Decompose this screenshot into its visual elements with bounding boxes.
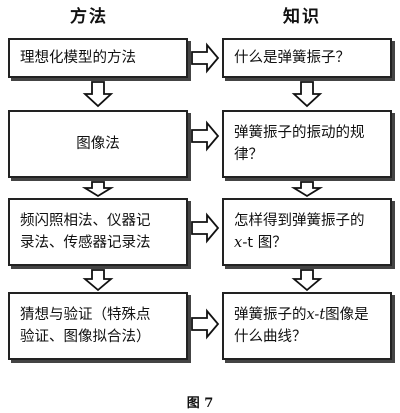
method-box-hypothesis-line2: 验证、图像拟合法）: [20, 329, 151, 345]
right-arrow-4: [191, 308, 220, 340]
method-box-recording-line2: 录法、传感器记录法: [20, 235, 151, 251]
down-arrow-left-2: [81, 181, 115, 198]
header-knowledge: 知识: [283, 7, 321, 27]
knowledge-box-xt-symbol: x: [234, 235, 243, 251]
down-arrow-left-1: [82, 81, 114, 108]
knowledge-box-xt-line2: x-t 图？: [234, 232, 365, 254]
knowledge-box-curve-type: 弹簧振子的x-t图像是 什么曲线？: [222, 292, 392, 360]
method-box-recording-line1: 频闪照相法、仪器记: [20, 213, 151, 229]
knowledge-box-xt-rest: -t 图？: [242, 235, 287, 251]
down-arrow-right-3: [291, 269, 323, 292]
right-arrow-1: [191, 42, 220, 74]
figure-caption: 图 7: [186, 396, 214, 411]
right-arrow-3: [191, 212, 220, 244]
method-box-idealized-model-text: 理想化模型的方法: [20, 50, 136, 66]
method-box-graph-method: 图像法: [8, 110, 188, 178]
down-arrow-right-1: [291, 81, 323, 108]
down-arrow-left-3: [82, 269, 114, 292]
right-arrow-2: [191, 120, 220, 152]
knowledge-box-xt-line1: 怎样得到弹簧振子的: [234, 213, 365, 229]
method-box-hypothesis-line1: 猜想与验证（特殊点: [20, 307, 151, 323]
header-method: 方法: [70, 7, 108, 27]
knowledge-box-vibration-line2: 律？: [234, 147, 263, 163]
knowledge-box-how-to-get-xt: 怎样得到弹簧振子的 x-t 图？: [222, 198, 392, 266]
knowledge-box-what-is-spring-oscillator: 什么是弹簧振子？: [222, 38, 392, 78]
knowledge-box-what-is-text: 什么是弹簧振子？: [234, 50, 350, 66]
knowledge-box-curve-line2: 什么曲线？: [234, 329, 307, 345]
method-box-idealized-model: 理想化模型的方法: [8, 38, 188, 78]
method-box-hypothesis-verification: 猜想与验证（特殊点 验证、图像拟合法）: [8, 292, 188, 360]
knowledge-box-vibration-line1: 弹簧振子的振动的规: [234, 125, 365, 141]
down-arrow-right-2: [290, 181, 324, 198]
knowledge-box-vibration-law: 弹簧振子的振动的规 律？: [222, 110, 392, 178]
knowledge-box-curve-part3: 图像是: [325, 307, 369, 323]
method-box-graph-method-text: 图像法: [76, 136, 120, 152]
knowledge-box-curve-xt: x-t: [306, 307, 326, 323]
knowledge-box-curve-line1: 弹簧振子的x-t图像是: [234, 304, 369, 326]
method-box-recording-methods: 频闪照相法、仪器记 录法、传感器记录法: [8, 198, 188, 266]
knowledge-box-curve-part1: 弹簧振子的: [234, 307, 307, 323]
